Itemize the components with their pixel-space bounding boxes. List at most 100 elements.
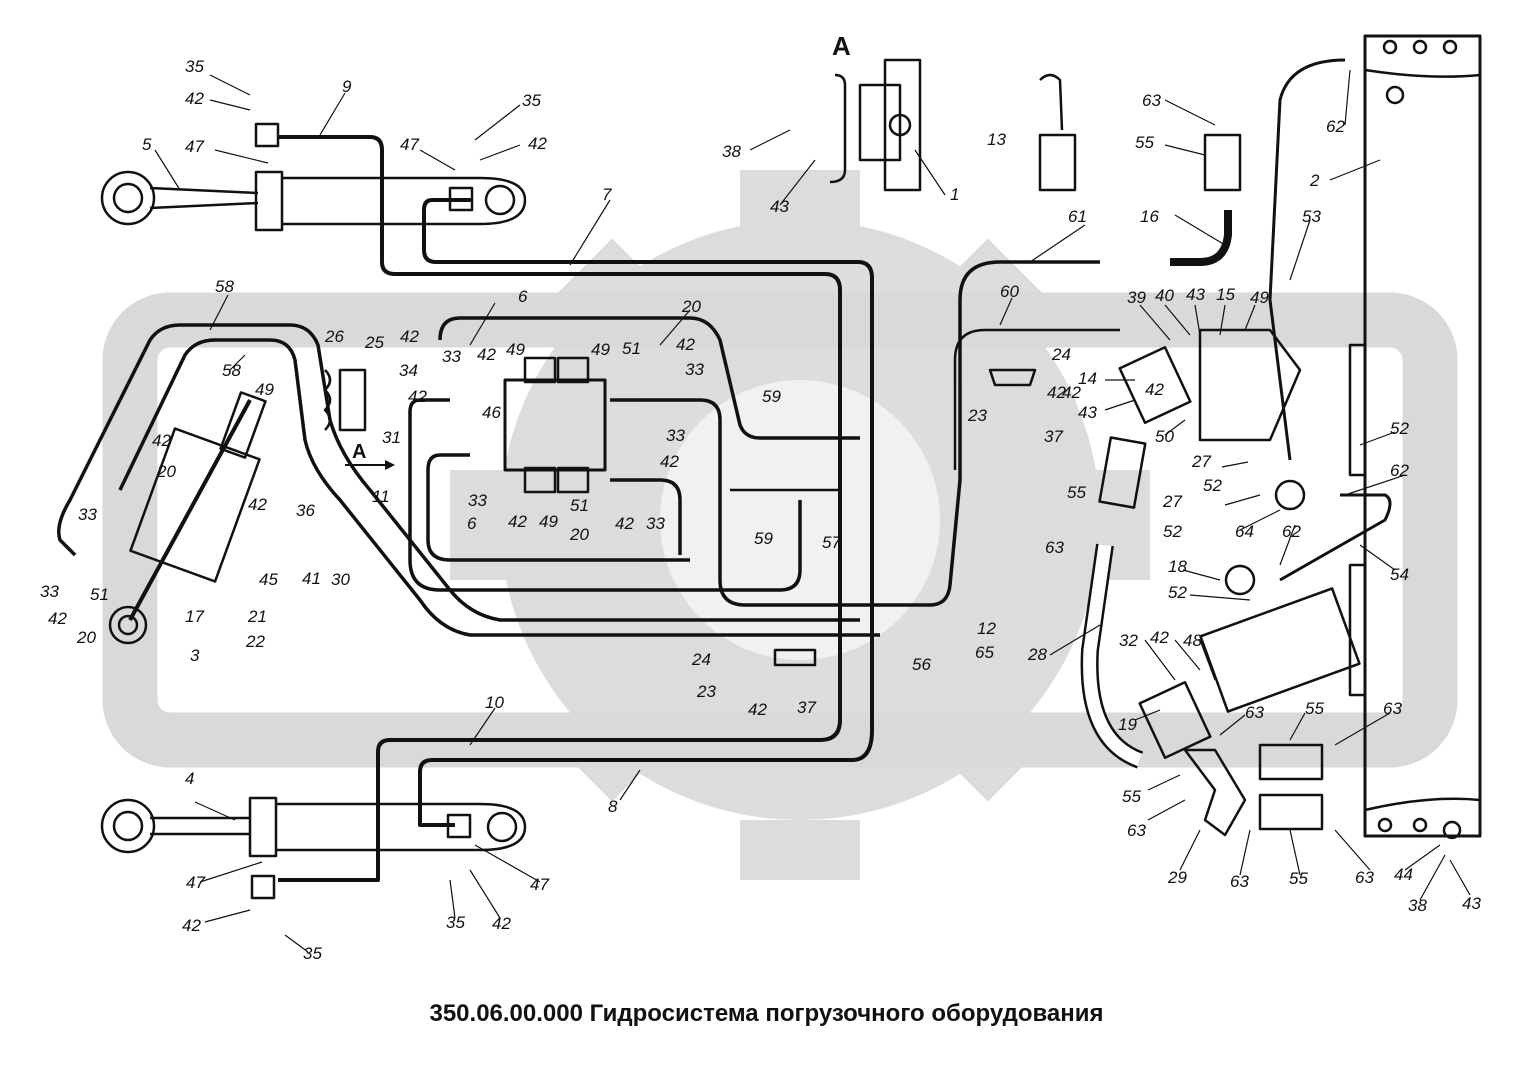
callout-6: 6: [467, 514, 477, 533]
callout-49: 49: [539, 512, 558, 531]
callout-63: 63: [1127, 821, 1146, 840]
callout-49: 49: [1250, 288, 1269, 307]
callout-63: 63: [1245, 703, 1264, 722]
callout-52: 52: [1390, 419, 1409, 438]
callout-40: 40: [1155, 286, 1174, 305]
callout-31: 31: [382, 428, 401, 447]
callout-33: 33: [646, 514, 665, 533]
callout-43: 43: [1186, 285, 1205, 304]
callout-34: 34: [399, 361, 418, 380]
callout-42: 42: [185, 89, 204, 108]
callout-33: 33: [442, 347, 461, 366]
callout-37: 37: [797, 698, 816, 717]
callout-49: 49: [255, 380, 274, 399]
callout-3: 3: [190, 646, 200, 665]
callout-13: 13: [987, 130, 1006, 149]
callout-43: 43: [770, 197, 789, 216]
callout-63: 63: [1230, 872, 1249, 891]
callout-42: 42: [182, 916, 201, 935]
callout-42: 42: [615, 514, 634, 533]
callout-56: 56: [912, 655, 931, 674]
callout-35: 35: [446, 913, 465, 932]
callout-57: 57: [822, 533, 841, 552]
callout-23: 23: [967, 406, 987, 425]
callout-49: 49: [506, 340, 525, 359]
callout-15: 15: [1216, 285, 1235, 304]
callout-20: 20: [569, 525, 589, 544]
callout-7: 7: [602, 185, 612, 204]
callout-63: 63: [1383, 699, 1402, 718]
callout-50: 50: [1155, 427, 1174, 446]
callout-47: 47: [400, 135, 419, 154]
callout-24: 24: [691, 650, 711, 669]
callout-42: 42: [400, 327, 419, 346]
callout-62: 62: [1326, 117, 1345, 136]
callout-27: 27: [1191, 452, 1211, 471]
callout-60: 60: [1000, 282, 1019, 301]
callout-55: 55: [1289, 869, 1308, 888]
arrow-a-label: A: [352, 441, 366, 463]
callout-37: 37: [1044, 427, 1063, 446]
callout-33: 33: [78, 505, 97, 524]
callout-42: 42: [1047, 383, 1066, 402]
callout-59: 59: [754, 529, 773, 548]
callout-64: 64: [1235, 522, 1254, 541]
callout-44: 44: [1394, 865, 1413, 884]
callout-63: 63: [1045, 538, 1064, 557]
callout-51: 51: [90, 585, 109, 604]
callout-20: 20: [681, 297, 701, 316]
callout-58: 58: [222, 361, 241, 380]
hydraulic-lines: [57, 34, 1482, 900]
callout-2: 2: [1309, 171, 1320, 190]
callout-42: 42: [408, 387, 427, 406]
callout-20: 20: [156, 462, 176, 481]
callout-38: 38: [1408, 896, 1427, 915]
callout-42: 42: [748, 700, 767, 719]
callout-42: 42: [48, 609, 67, 628]
callout-5: 5: [142, 135, 152, 154]
callout-35: 35: [185, 57, 204, 76]
callout-54: 54: [1390, 565, 1409, 584]
callout-63: 63: [1355, 868, 1374, 887]
callout-33: 33: [468, 491, 487, 510]
callout-49: 49: [591, 340, 610, 359]
callout-33: 33: [40, 582, 59, 601]
callout-29: 29: [1167, 868, 1187, 887]
callout-1: 1: [950, 185, 959, 204]
view-arrow: A: [345, 441, 395, 470]
callout-12: 12: [977, 619, 996, 638]
callout-47: 47: [185, 137, 204, 156]
callout-47: 47: [186, 873, 205, 892]
callout-42: 42: [508, 512, 527, 531]
callout-48: 48: [1183, 631, 1202, 650]
callout-52: 52: [1168, 583, 1187, 602]
callout-24: 24: [1051, 345, 1071, 364]
callout-42: 42: [1150, 628, 1169, 647]
view-a-label: A: [832, 31, 851, 61]
callout-21: 21: [247, 607, 267, 626]
callout-43: 43: [1078, 403, 1097, 422]
callout-65: 65: [975, 643, 994, 662]
callout-18: 18: [1168, 557, 1187, 576]
callout-33: 33: [666, 426, 685, 445]
callout-27: 27: [1162, 492, 1182, 511]
callout-30: 30: [331, 570, 350, 589]
callout-42: 42: [528, 134, 547, 153]
callout-39: 39: [1127, 288, 1146, 307]
callout-41: 41: [302, 569, 321, 588]
callout-52: 52: [1163, 522, 1182, 541]
callout-59: 59: [762, 387, 781, 406]
callout-35: 35: [303, 944, 322, 963]
callout-52: 52: [1203, 476, 1222, 495]
callout-62: 62: [1282, 522, 1301, 541]
callout-42: 42: [492, 914, 511, 933]
callout-26: 26: [324, 327, 344, 346]
callout-17: 17: [185, 607, 204, 626]
callout-42: 42: [1062, 383, 1081, 402]
callout-8: 8: [608, 797, 618, 816]
callout-55: 55: [1067, 483, 1086, 502]
callout-51: 51: [622, 339, 641, 358]
callout-42: 42: [248, 495, 267, 514]
callout-42: 42: [676, 335, 695, 354]
callout-63: 63: [1142, 91, 1161, 110]
